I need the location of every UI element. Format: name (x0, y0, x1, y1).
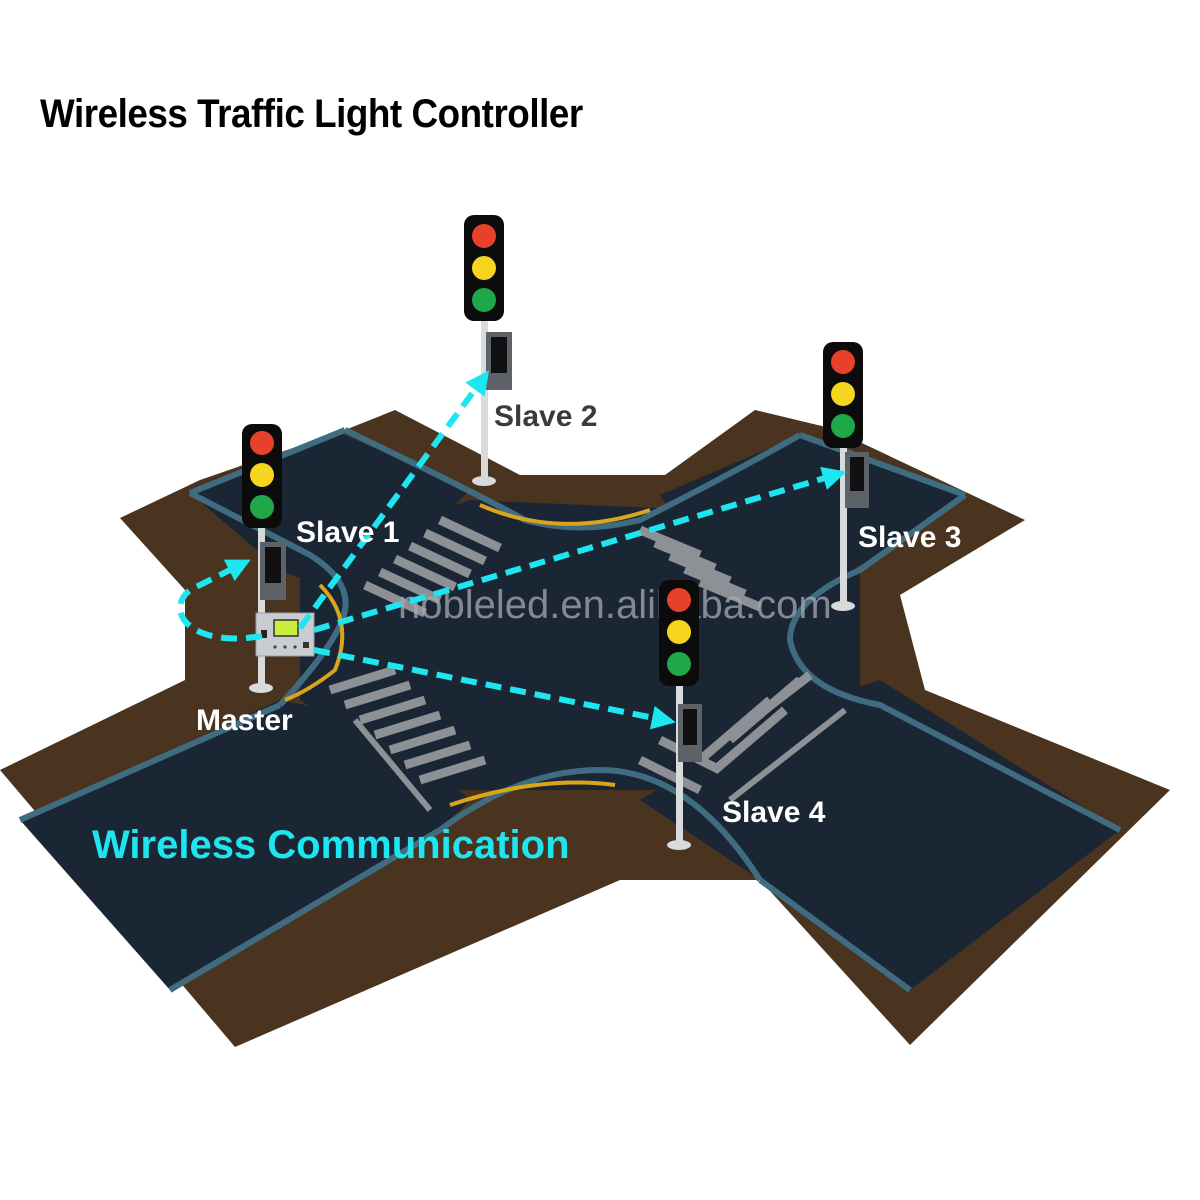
red-signal-icon (831, 350, 855, 374)
green-signal-icon (472, 288, 496, 312)
link-master-slave-3 (313, 466, 847, 633)
label-slave-1: Slave 1 (296, 516, 399, 549)
green-signal-icon (250, 495, 274, 519)
crosswalk-north-west (363, 515, 502, 618)
label-slave-4: Slave 4 (722, 796, 826, 829)
master-controller-box (255, 612, 315, 657)
traffic-light-slave-4 (659, 580, 699, 686)
receiver-slave-4 (678, 704, 702, 762)
crosswalk-south-west (328, 665, 487, 785)
crosswalks (328, 515, 847, 812)
red-signal-icon (667, 588, 691, 612)
label-slave-2: Slave 2 (494, 400, 597, 433)
red-signal-icon (250, 431, 274, 455)
label-master: Master (196, 704, 293, 737)
link-master-slave-4 (313, 647, 676, 730)
label-slave-3: Slave 3 (858, 521, 961, 554)
page-title: Wireless Traffic Light Controller (40, 92, 583, 136)
yellow-signal-icon (472, 256, 496, 280)
receiver-slave-2 (486, 332, 512, 390)
receiver-slave-3 (845, 452, 869, 508)
green-signal-icon (831, 414, 855, 438)
receiver-slave-1 (260, 542, 286, 600)
yellow-curb-marks (284, 503, 651, 807)
watermark: nobleled.en.alibaba.com (398, 583, 832, 627)
yellow-signal-icon (667, 620, 691, 644)
traffic-light-slave-1 (242, 424, 282, 528)
yellow-signal-icon (250, 463, 274, 487)
link-master-slave-1 (177, 559, 263, 642)
lcd-screen-icon (273, 619, 299, 637)
red-signal-icon (472, 224, 496, 248)
poles (249, 320, 855, 850)
green-signal-icon (667, 652, 691, 676)
wireless-communication-caption: Wireless Communication (92, 823, 570, 867)
crosswalk-north-east (638, 525, 762, 612)
receiver-modules (260, 332, 869, 762)
wireless-links (177, 370, 847, 730)
link-master-slave-2 (297, 370, 490, 630)
yellow-signal-icon (831, 382, 855, 406)
traffic-light-slave-2 (464, 215, 504, 321)
traffic-light-slave-3 (823, 342, 863, 448)
node-labels: Slave 1 Slave 2 Slave 3 Slave 4 Master (196, 400, 961, 829)
